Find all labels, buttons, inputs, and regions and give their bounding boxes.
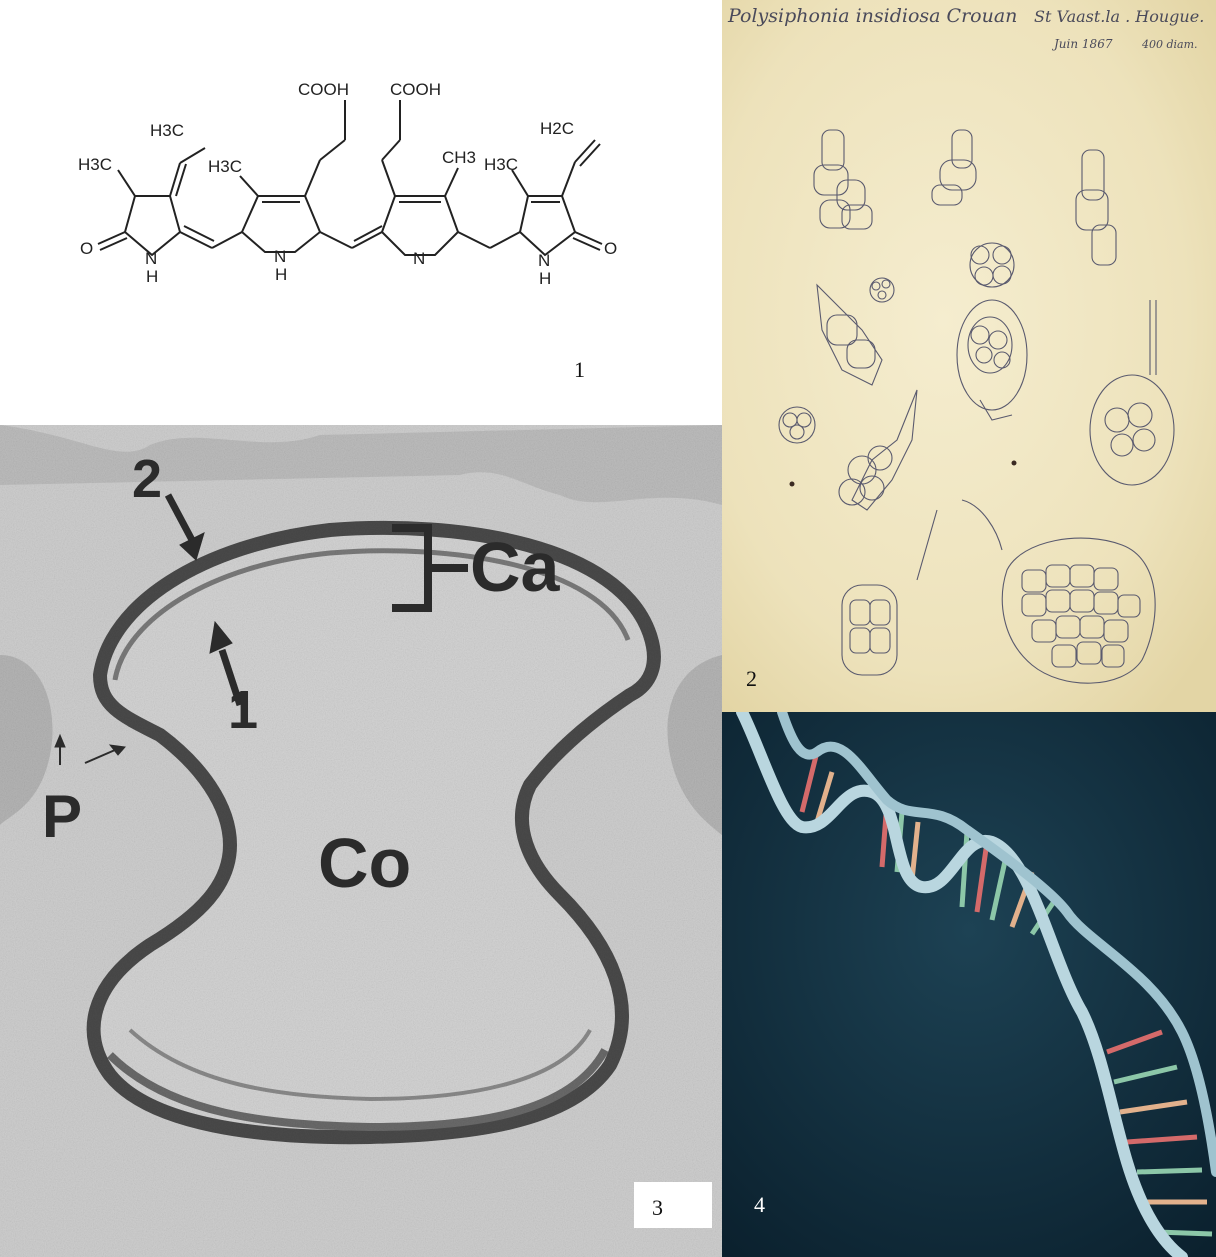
panel-number-3: 3 <box>652 1195 663 1220</box>
panel-number-3-box <box>634 1182 712 1228</box>
dna-backbones <box>736 712 1216 1257</box>
cell-sketches <box>778 129 1175 684</box>
micrograph-arrows <box>54 493 244 765</box>
methyl-group-ring-b: H3C <box>208 157 242 176</box>
label-pole: P <box>42 783 82 850</box>
structure-bonds <box>97 100 603 257</box>
bilin-structure-diagram: COOH COOH H3C H3C H3C CH3 H3C H2C O O N … <box>78 80 617 382</box>
drawing-locality-caption: St Vaast.la . Hougue. <box>1034 7 1204 26</box>
ring-a-hydrogen: H <box>146 267 158 286</box>
methyl-group-ring-d: H3C <box>484 155 518 174</box>
electron-micrograph: 2 1 Ca Co P 3 <box>0 425 722 1257</box>
panel-number-1: 1 <box>574 357 585 382</box>
micrograph-panel: 2 1 Ca Co P 3 <box>0 425 722 1257</box>
ring-b-hydrogen: H <box>275 265 287 284</box>
capsule-bracket <box>392 524 468 612</box>
carboxyl-group-left: COOH <box>298 80 349 99</box>
label-capsule: Ca <box>470 528 561 606</box>
methyl-group-ring-a: H3C <box>78 155 112 174</box>
ring-c-nitrogen: N <box>413 249 425 268</box>
ring-a-nitrogen: N <box>145 249 157 268</box>
structure-panel: COOH COOH H3C H3C H3C CH3 H3C H2C O O N … <box>0 0 722 425</box>
label-layer-2: 2 <box>132 449 162 509</box>
drawing-species-caption: Polysiphonia insidiosa Crouan <box>727 5 1017 27</box>
panel-number-2: 2 <box>746 666 757 691</box>
drawing-magnification-caption: 400 diam. <box>1141 38 1198 51</box>
vinyl-group: H2C <box>540 119 574 138</box>
dna-illustration-panel: 4 <box>722 712 1216 1257</box>
carbonyl-oxygen-left: O <box>80 239 93 258</box>
botanical-drawing-panel: Polysiphonia insidiosa Crouan St Vaast.l… <box>722 0 1216 712</box>
algae-sketch: Polysiphonia insidiosa Crouan St Vaast.l… <box>722 0 1216 712</box>
panel-number-4: 4 <box>754 1192 765 1217</box>
ring-b-nitrogen: N <box>274 247 286 266</box>
dna-double-helix: 4 <box>722 712 1216 1257</box>
carbonyl-oxygen-right: O <box>604 239 617 258</box>
ring-d-nitrogen: N <box>538 251 550 270</box>
methyl-group-ring-c: CH3 <box>442 148 476 167</box>
methyl-group-ethylidene: H3C <box>150 121 184 140</box>
label-core: Co <box>318 824 411 902</box>
label-layer-1: 1 <box>228 680 258 740</box>
drawing-date-caption: Juin 1867 <box>1051 37 1113 51</box>
ring-d-hydrogen: H <box>539 269 551 288</box>
carboxyl-group-right: COOH <box>390 80 441 99</box>
